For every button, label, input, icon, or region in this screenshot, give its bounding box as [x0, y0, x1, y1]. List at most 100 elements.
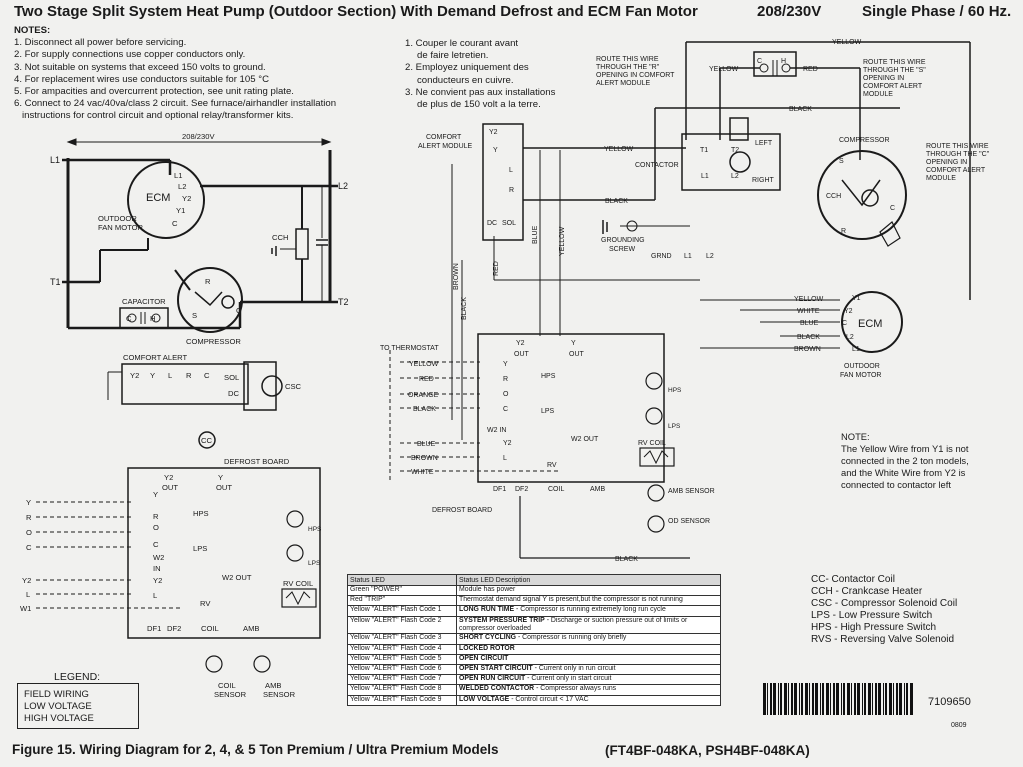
bottom-term: DF1	[493, 486, 506, 493]
grnd-terminal: GRND	[651, 253, 672, 260]
barcode-bar	[822, 683, 824, 715]
od-sensor-label: OD SENSOR	[668, 518, 710, 525]
status-led-cell: Yellow "ALERT" Flash Code 7	[347, 674, 457, 686]
field-term: C	[26, 543, 32, 552]
voltage-rating: 208/230V	[757, 3, 822, 20]
model-numbers: (FT4BF-048KA, PSH4BF-048KA)	[605, 743, 810, 758]
contactor-label: CONTACTOR	[635, 162, 679, 169]
comp-terminal: R	[841, 228, 846, 235]
bottom-term: DF2	[167, 624, 181, 633]
note-line: 3. Ne convient pas aux installations	[405, 86, 556, 98]
status-led-cell: Yellow "ALERT" Flash Code 5	[347, 653, 457, 665]
wire-yellow-label: YELLOW	[794, 296, 824, 303]
sol-label: SOL	[224, 373, 239, 382]
out-y2: Y2	[164, 473, 173, 482]
lps-label: LPS	[541, 408, 555, 415]
rv-label: RV	[200, 599, 211, 608]
y2-out-label: OUT	[514, 351, 530, 358]
abbreviation-item: RVS - Reversing Valve Solenoid	[811, 634, 955, 645]
barcode-bar	[826, 683, 829, 715]
barcode-bar	[885, 683, 887, 715]
ecm-terminal: Y1	[176, 206, 185, 215]
status-desc-cell: OPEN START CIRCUIT - Current only in run…	[456, 663, 721, 676]
barcode-bar	[896, 683, 898, 715]
board-term: L	[503, 455, 507, 462]
outdoor-fan-motor-label: FAN MOTOR	[98, 223, 144, 232]
out-y: Y	[218, 473, 223, 482]
route-c-note: MODULE	[926, 175, 956, 182]
ecm-terminal: C	[842, 320, 847, 327]
out-y: OUT	[216, 483, 232, 492]
wire-black-label: BLACK	[605, 198, 628, 205]
abbreviation-item: LPS - Low Pressure Switch	[811, 610, 933, 621]
status-desc-bold: WELDED CONTACTOR	[459, 685, 535, 693]
status-desc-cell: Thermostat demand signal Y is present,bu…	[456, 595, 721, 607]
bottom-term: COIL	[201, 624, 219, 633]
hps-switch-label: HPS	[668, 387, 682, 394]
route-r-note: ALERT MODULE	[596, 80, 651, 87]
ca-terminal: Y	[150, 371, 155, 380]
tstat-wire: BLUE	[417, 441, 436, 448]
barcode-bar	[791, 683, 793, 715]
note-line: conducteurs en cuivre.	[417, 74, 514, 86]
ca-terminal: C	[204, 371, 210, 380]
barcode-bar	[778, 683, 779, 715]
note-line: 3. Not suitable on systems that exceed 1…	[14, 61, 266, 73]
cam-terminal: Y	[493, 147, 498, 154]
status-desc-text: - Discharge or suction pressure out of l…	[459, 616, 688, 632]
note-line: de faire letretien.	[417, 50, 489, 62]
status-led-cell: Red "TRIP"	[347, 595, 457, 607]
status-desc-text: - Compressor is running only briefly	[516, 634, 627, 642]
status-desc-bold: SHORT CYCLING	[459, 634, 517, 642]
board-term: C	[503, 406, 508, 413]
board-term: O	[153, 523, 159, 532]
barcode-bar	[862, 683, 863, 715]
barcode-bar	[889, 683, 892, 715]
cam-terminal: Y2	[489, 129, 498, 136]
barcode-bar	[847, 683, 850, 715]
board-term: L	[153, 591, 157, 600]
wire-brown-label: BROWN	[794, 346, 821, 353]
barcode-bar	[904, 683, 905, 715]
status-led-cell: Yellow "ALERT" Flash Code 9	[347, 694, 457, 706]
board-term: IN	[153, 564, 161, 573]
notes-french: 1. Couper le courant avant de faire letr…	[405, 38, 555, 111]
ca-terminal: L	[168, 371, 172, 380]
compressor-label: COMPRESSOR	[186, 337, 241, 346]
ecm-label: ECM	[858, 318, 882, 330]
status-desc-cell: LOW VOLTAGE - Control circuit < 17 VAC	[456, 694, 721, 706]
y-out-label: Y	[571, 340, 576, 347]
l1-label: L1	[50, 155, 60, 165]
field-term: R	[26, 513, 32, 522]
diagram-title: Two Stage Split System Heat Pump (Outdoo…	[14, 3, 698, 20]
barcode-bar	[763, 683, 766, 715]
status-desc-cell: OPEN CIRCUIT	[456, 653, 721, 665]
bottom-term: DF1	[147, 624, 161, 633]
note-line: de plus de 150 volt a la terre.	[417, 99, 541, 111]
diagram-note: NOTE: The Yellow Wire from Y1 is not con…	[841, 431, 969, 491]
barcode-bar	[767, 683, 768, 715]
hps-switch-label: HPS	[308, 526, 322, 533]
contactor-terminal: T2	[731, 147, 739, 154]
ecm-terminal: Y2	[844, 308, 853, 315]
wire-blue-vertical: BLUE	[532, 225, 539, 244]
comp-terminal: C	[236, 306, 242, 315]
cch-label: CCH	[272, 233, 288, 242]
rv-coil-label: RV COIL	[638, 440, 666, 447]
status-led-cell: Green "POWER"	[347, 584, 457, 597]
supply-voltage-label: 208/230V	[182, 132, 215, 141]
status-desc-bold: LOCKED ROTOR	[459, 644, 515, 652]
status-led-cell: Yellow "ALERT" Flash Code 8	[347, 684, 457, 696]
note-line: 4. For replacement wires use conductors …	[14, 73, 269, 85]
field-term: Y2	[22, 576, 31, 585]
board-term: R	[503, 376, 508, 383]
status-desc-cell: SHORT CYCLING - Compressor is running on…	[456, 633, 721, 645]
status-desc-cell: Module has power	[456, 584, 721, 597]
defrost-board-label: DEFROST BOARD	[224, 457, 290, 466]
ecm-terminal: L1	[852, 346, 860, 353]
barcode-bar	[878, 683, 881, 715]
